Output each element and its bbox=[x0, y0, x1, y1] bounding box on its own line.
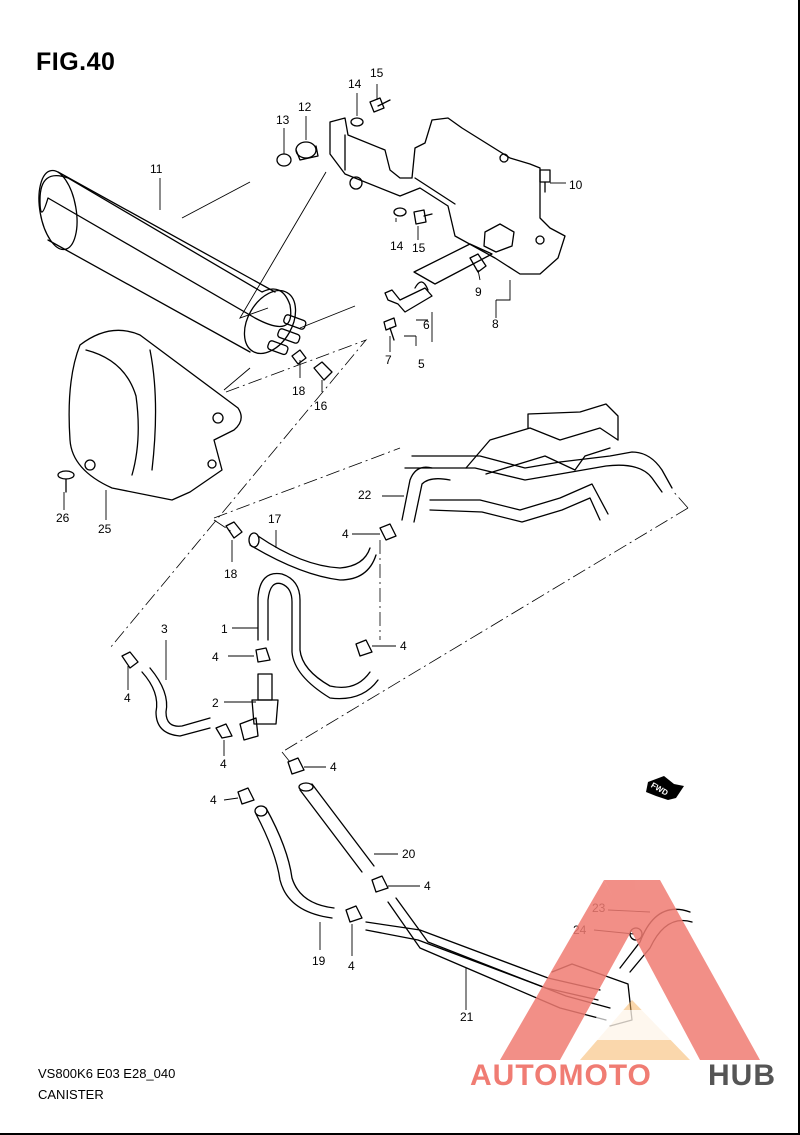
washer-14-upper bbox=[350, 117, 364, 127]
callout-8: 8 bbox=[492, 317, 499, 331]
callout-20: 20 bbox=[402, 847, 416, 861]
hose-1 bbox=[257, 572, 379, 700]
callout-17: 17 bbox=[268, 512, 282, 526]
bolt-10 bbox=[539, 169, 551, 193]
pipe-assembly-22 bbox=[401, 403, 673, 523]
band-clamp bbox=[384, 281, 433, 313]
callout-4h: 4 bbox=[424, 879, 431, 893]
callout-4b: 4 bbox=[342, 527, 349, 541]
cushion-12 bbox=[295, 141, 319, 161]
callout-4c: 4 bbox=[400, 639, 407, 653]
canister-bracket bbox=[329, 117, 566, 285]
callout-10: 10 bbox=[569, 178, 583, 192]
callout-18a: 18 bbox=[292, 384, 306, 398]
callout-6: 6 bbox=[423, 318, 430, 332]
leader-lines bbox=[63, 84, 651, 1010]
callout-4i: 4 bbox=[348, 959, 355, 973]
callout-25: 25 bbox=[98, 522, 112, 536]
callout-4a: 4 bbox=[212, 650, 219, 664]
collar-13 bbox=[276, 153, 292, 167]
joint-2 bbox=[239, 673, 279, 741]
fwd-arrow: FWD bbox=[646, 776, 684, 800]
figure-title: FIG.40 bbox=[36, 48, 116, 76]
reference-lines bbox=[109, 339, 689, 763]
callout-labels: 1 2 3 4 5 6 7 8 9 10 11 12 13 14 15 16 1… bbox=[56, 66, 606, 1024]
diagram-name: CANISTER bbox=[38, 1087, 104, 1102]
diagram-code: VS800K6 E03 E28_040 bbox=[38, 1066, 176, 1081]
watermark-text-colored: AUTOMOTO bbox=[470, 1059, 652, 1092]
callout-4d: 4 bbox=[124, 691, 131, 705]
callout-19: 19 bbox=[312, 954, 326, 968]
callout-5: 5 bbox=[418, 357, 425, 371]
callout-21: 21 bbox=[460, 1010, 474, 1024]
watermark-text-dark: HUB bbox=[708, 1059, 776, 1092]
callout-4f: 4 bbox=[330, 760, 337, 774]
callout-12: 12 bbox=[298, 100, 312, 114]
canister-cover bbox=[68, 329, 242, 501]
hose-clamps bbox=[121, 521, 397, 923]
hose-3 bbox=[141, 667, 211, 737]
cap-16 bbox=[313, 361, 333, 381]
callout-7: 7 bbox=[385, 353, 392, 367]
callout-22: 22 bbox=[358, 488, 372, 502]
callout-15b: 15 bbox=[412, 241, 426, 255]
washer-14-lower bbox=[393, 207, 407, 217]
bolt-15-upper bbox=[369, 97, 391, 113]
hose-20 bbox=[298, 782, 375, 873]
callout-26: 26 bbox=[56, 511, 70, 525]
screw-26 bbox=[57, 470, 75, 493]
callout-11: 11 bbox=[150, 162, 163, 176]
callout-2: 2 bbox=[212, 696, 219, 710]
hose-19 bbox=[254, 805, 335, 919]
screw-7 bbox=[383, 317, 397, 341]
clamp-18-upper bbox=[291, 349, 307, 365]
callout-13: 13 bbox=[276, 113, 290, 127]
watermark-logo bbox=[500, 880, 760, 1060]
hose-17 bbox=[248, 532, 377, 581]
callout-4g: 4 bbox=[210, 793, 217, 807]
bolt-15-lower bbox=[413, 209, 433, 225]
callout-4e: 4 bbox=[220, 757, 227, 771]
callout-1: 1 bbox=[221, 622, 228, 636]
callout-14a: 14 bbox=[348, 77, 362, 91]
callout-15a: 15 bbox=[370, 66, 384, 80]
clip-9 bbox=[469, 253, 487, 273]
canister bbox=[38, 169, 307, 356]
callout-16: 16 bbox=[314, 399, 328, 413]
callout-3: 3 bbox=[161, 622, 168, 636]
callout-18b: 18 bbox=[224, 567, 238, 581]
callout-14b: 14 bbox=[390, 239, 404, 253]
callout-9: 9 bbox=[475, 285, 482, 299]
